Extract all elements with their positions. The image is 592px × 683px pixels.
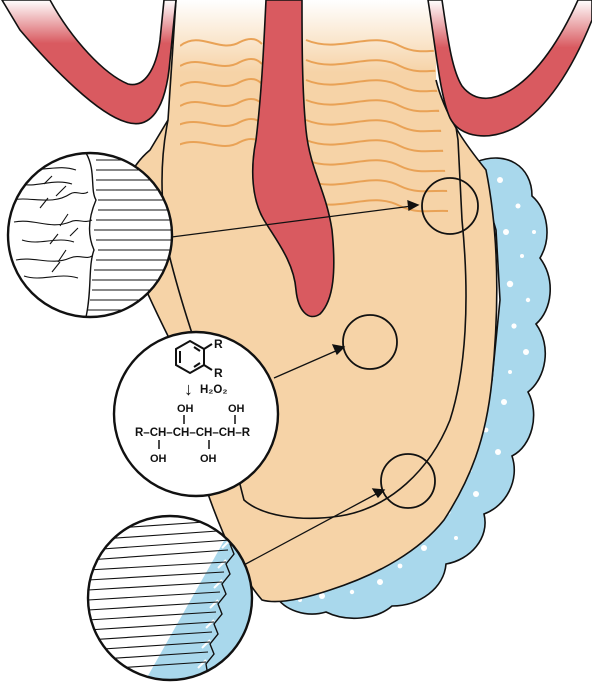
oh-upper-1: OH — [177, 403, 194, 415]
oh-lower-2: OH — [200, 453, 217, 465]
substituent-r-top: R — [214, 337, 223, 351]
product-chain: R–CH–CH–CH–CH–R — [135, 427, 251, 439]
substituent-r-bottom: R — [214, 366, 223, 380]
gingiva-left — [2, 0, 176, 124]
magnifier-enamel — [8, 153, 172, 317]
oh-lower-1: OH — [150, 453, 167, 465]
gingiva-right — [428, 0, 592, 136]
oh-upper-2: OH — [228, 403, 245, 415]
reaction-arrow: ↓ — [184, 379, 193, 399]
reagent-label: H₂O₂ — [200, 384, 227, 396]
magnifier-chemistry: R R ↓ H₂O₂ OH OH R–CH–CH–CH–CH–R OH OH — [114, 332, 278, 496]
